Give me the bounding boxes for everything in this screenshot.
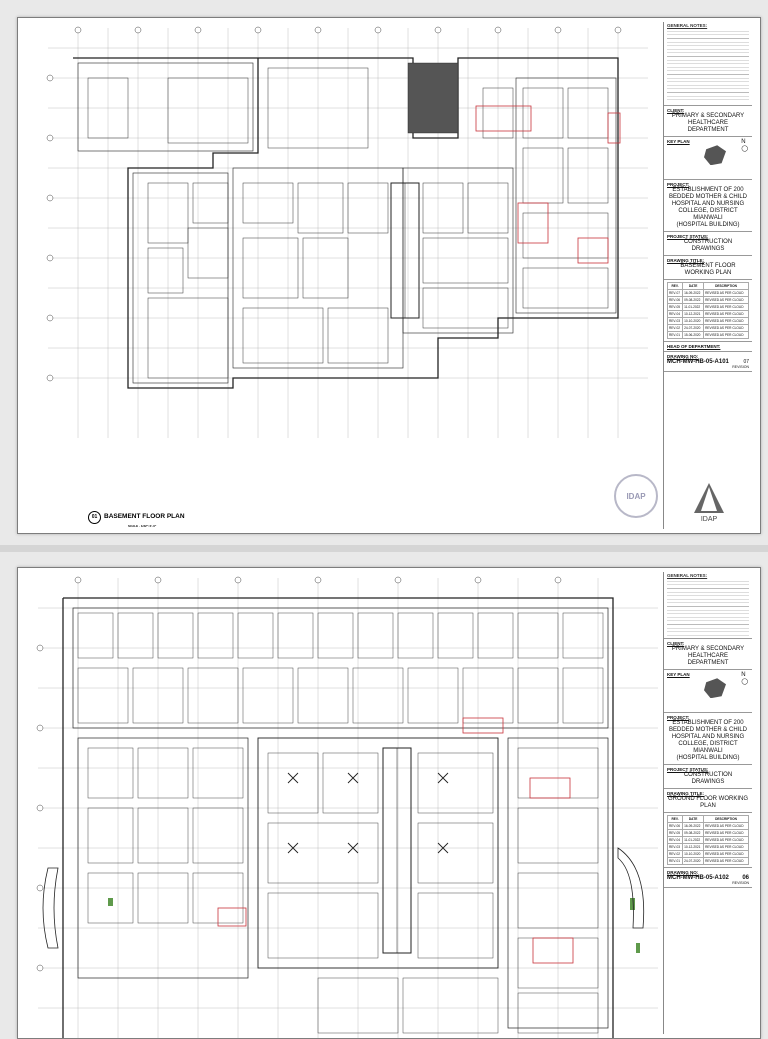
key-plan: KEY PLAN N◯: [664, 137, 752, 181]
drawing-number-block: DRAWING NO: MCH-MW-HB-05-A101 07 REVISIO…: [664, 352, 752, 373]
project-block: PROJECT: ESTABLISHMENT OF 200 BEDDED MOT…: [664, 713, 752, 766]
svg-text:IDAP: IDAP: [701, 516, 718, 523]
general-notes: GENERAL NOTES:: [664, 22, 752, 107]
north-arrow-icon: N◯: [741, 672, 748, 686]
client-name: PRIMARY & SECONDARY HEALTHCARE DEPARTMEN…: [671, 113, 745, 134]
head-of-department: HEAD OF DEPARTMENT:: [664, 342, 752, 353]
revision-number: 06: [742, 875, 749, 882]
redline-clouds: [475, 105, 621, 264]
client-block: CLIENT: PRIMARY & SECONDARY HEALTHCARE D…: [664, 639, 752, 671]
landscape-greens: [108, 898, 640, 953]
room-partitions: [77, 612, 604, 1034]
room-partitions: [87, 67, 609, 379]
idap-stamp: IDAP: [614, 474, 658, 518]
status-block: PROJECT STATUS: CONSTRUCTION DRAWINGS: [664, 765, 752, 790]
drawing-sheet-ground: GENERAL NOTES: CLIENT: PRIMARY & SECONDA…: [17, 567, 761, 1039]
project-status: CONSTRUCTION DRAWINGS: [683, 772, 733, 786]
basement-floor-plan: [46, 26, 648, 438]
status-block: PROJECT STATUS: CONSTRUCTION DRAWINGS: [664, 232, 752, 257]
key-plan-icon: [704, 678, 726, 699]
plan-number-bubble: 01: [88, 511, 101, 524]
drawing-number: MCH-MW-HB-05-A102: [667, 875, 729, 882]
drawing-title: GROUND FLOOR WORKING PLAN: [667, 796, 748, 810]
title-block: GENERAL NOTES: CLIENT: PRIMARY & SECONDA…: [663, 22, 752, 529]
building-outline: [73, 57, 619, 389]
building-outline: [62, 597, 614, 1038]
north-arrow-icon: N◯: [741, 139, 748, 153]
page-separator: [0, 545, 768, 552]
ground-floor-plan: [36, 576, 658, 1038]
key-plan: KEY PLAN N◯: [664, 670, 752, 714]
grid-bubbles: [46, 26, 622, 382]
project-sub: (HOSPITAL BUILDING): [676, 222, 740, 229]
title-block: GENERAL NOTES: CLIENT: PRIMARY & SECONDA…: [663, 572, 752, 1034]
client-name: PRIMARY & SECONDARY HEALTHCARE DEPARTMEN…: [671, 646, 745, 667]
drawing-number-block: DRAWING NO: MCH-MW-HB-05-A102 06 REVISIO…: [664, 868, 752, 889]
project-sub: (HOSPITAL BUILDING): [676, 755, 740, 762]
redline-clouds: [217, 717, 574, 964]
drawing-title-block: DRAWING TITLE: BASEMENT FLOOR WORKING PL…: [664, 256, 752, 281]
general-notes: GENERAL NOTES:: [664, 572, 752, 640]
drawing-title: BASEMENT FLOOR WORKING PLAN: [680, 263, 736, 277]
idap-logo: IDAP: [694, 483, 724, 523]
key-plan-icon: [704, 145, 726, 166]
drawing-title-block: DRAWING TITLE: GROUND FLOOR WORKING PLAN: [664, 789, 752, 814]
project-block: PROJECT: ESTABLISHMENT OF 200 BEDDED MOT…: [664, 180, 752, 233]
grid-bubbles: [36, 576, 562, 972]
cross-markers: [287, 772, 449, 854]
project-status: CONSTRUCTION DRAWINGS: [683, 239, 733, 253]
project-name: ESTABLISHMENT OF 200 BEDDED MOTHER & CHI…: [668, 187, 747, 222]
ramp-right: [617, 847, 645, 929]
project-name: ESTABLISHMENT OF 200 BEDDED MOTHER & CHI…: [668, 720, 747, 755]
revision-number: 07: [743, 359, 749, 366]
client-block: CLIENT: PRIMARY & SECONDARY HEALTHCARE D…: [664, 106, 752, 138]
ramp-left: [42, 867, 59, 949]
drawing-number: MCH-MW-HB-05-A101: [667, 359, 729, 366]
